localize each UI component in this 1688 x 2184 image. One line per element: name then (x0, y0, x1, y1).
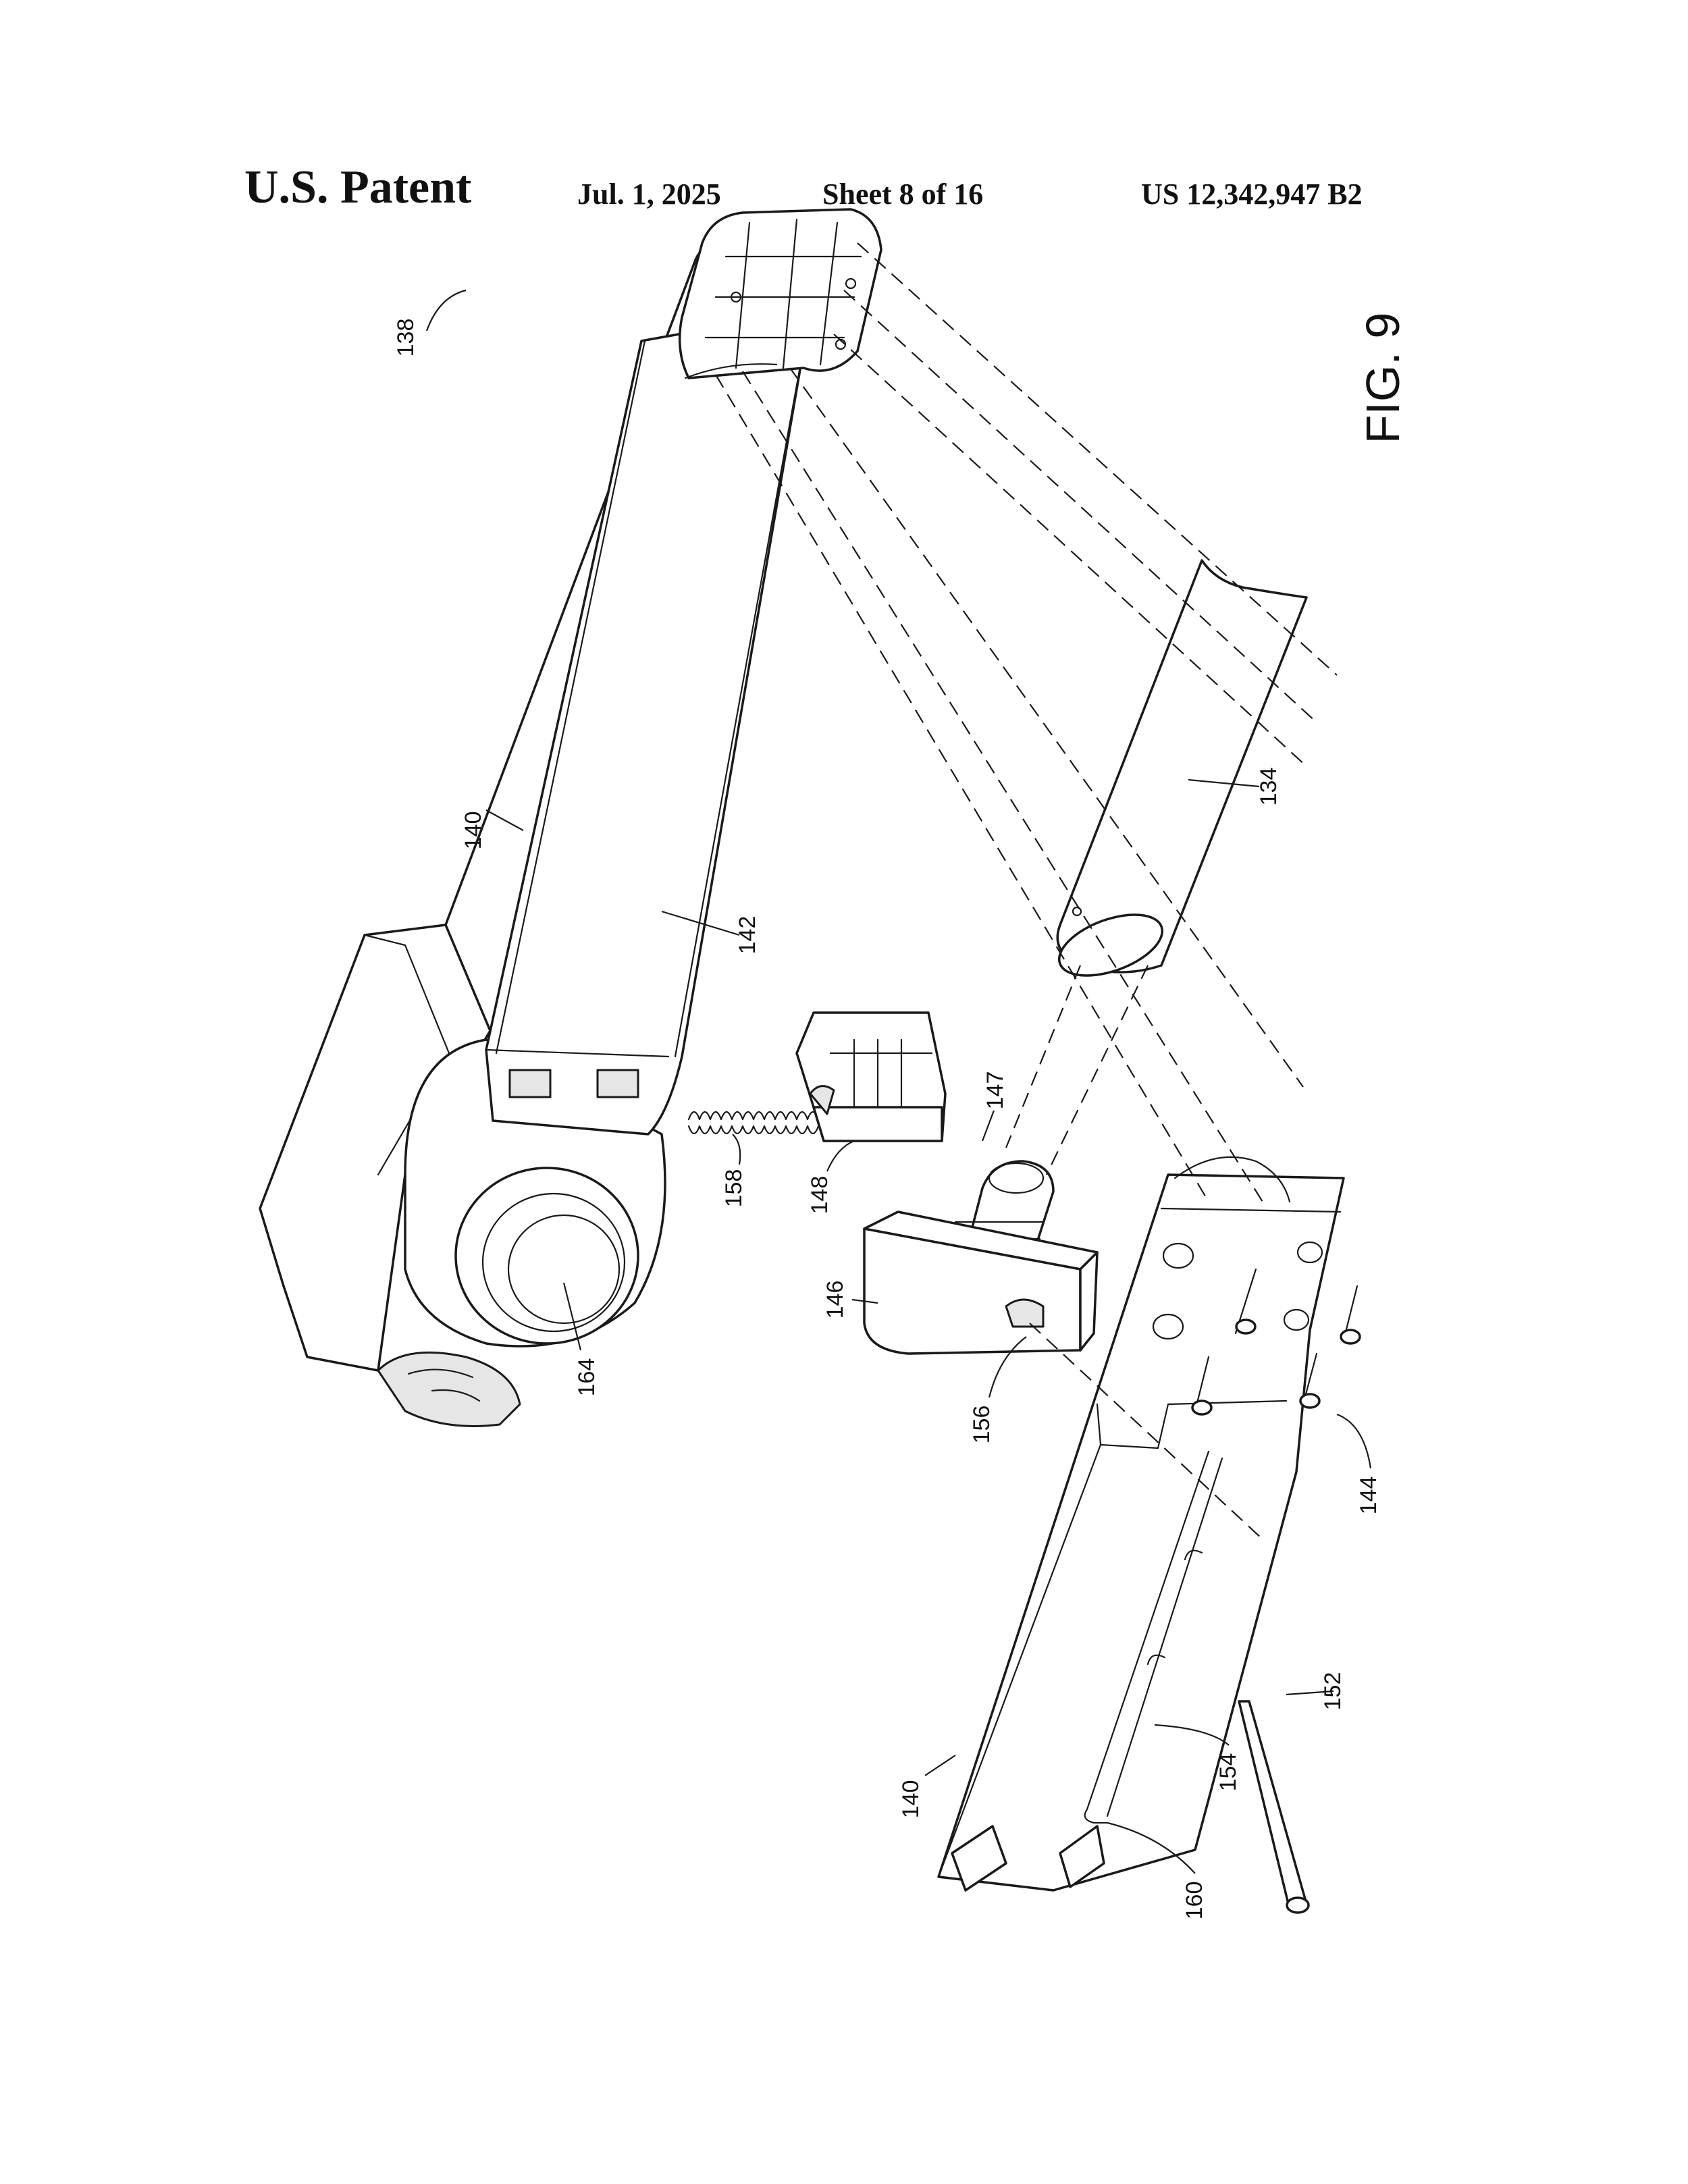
figure-label: FIG. 9 (1356, 313, 1409, 444)
patent-date: Jul. 1, 2025 (577, 178, 721, 211)
sheet-number: Sheet 8 of 16 (822, 178, 984, 211)
patent-title: U.S. Patent (244, 161, 472, 213)
screws-144 (1191, 1268, 1361, 1416)
ref-148: 148 (807, 1176, 833, 1215)
patent-number: US 12,342,947 B2 (1141, 178, 1363, 211)
ref-140-bottom: 140 (898, 1780, 924, 1819)
block-146 (863, 1210, 1099, 1355)
upper-housing (259, 208, 882, 1427)
ref-160: 160 (1182, 1882, 1207, 1920)
ref-138: 138 (393, 319, 419, 357)
ref-134: 134 (1256, 768, 1282, 806)
ref-158: 158 (721, 1169, 747, 1208)
ref-164: 164 (574, 1358, 600, 1397)
ref-146: 146 (822, 1281, 848, 1319)
ref-154: 154 (1215, 1753, 1241, 1792)
ref-144: 144 (1356, 1476, 1381, 1515)
spring-158 (687, 1111, 820, 1135)
pin-152 (1238, 1700, 1310, 1914)
reference-labels: 138 140 142 134 147 148 158 146 164 156 … (393, 289, 1381, 1920)
ref-156: 156 (969, 1406, 995, 1444)
latch-148 (795, 1011, 947, 1142)
ref-140-top: 140 (460, 811, 486, 850)
tube-134 (1056, 559, 1308, 977)
ref-147: 147 (982, 1071, 1008, 1110)
assembly-lines (715, 242, 1338, 1540)
